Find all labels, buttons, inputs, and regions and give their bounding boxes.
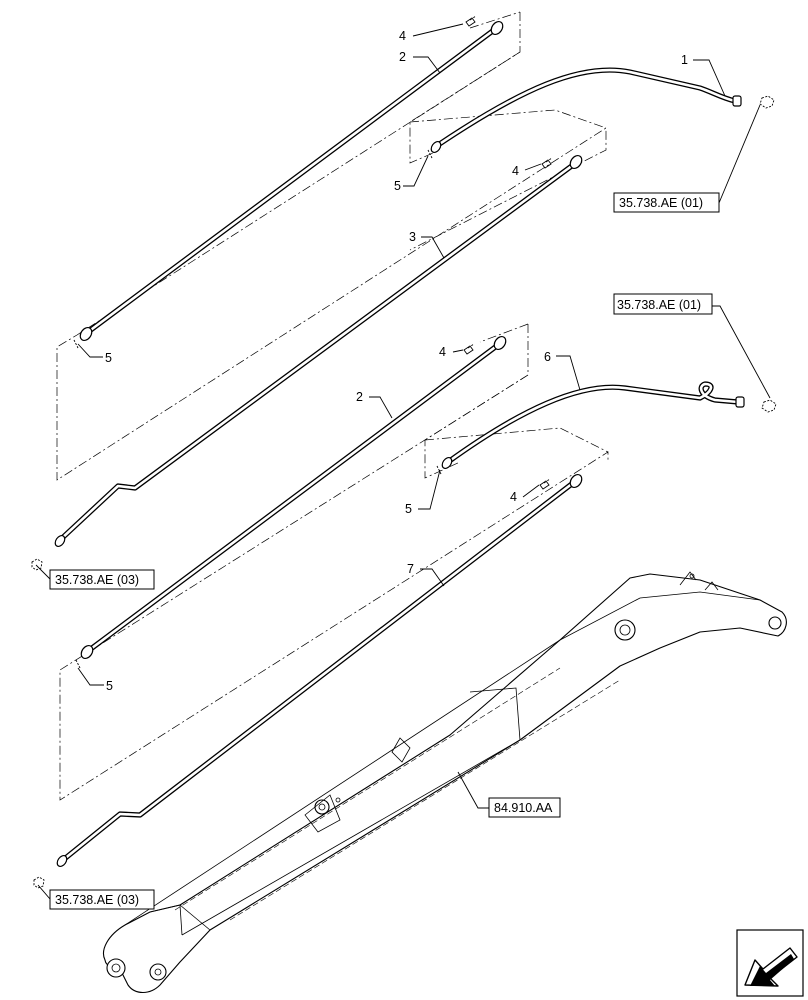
callout-5-pipe1: 5	[394, 179, 401, 193]
reference-box-35-738-ae-03-upper[interactable]: 35.738.AE (03)	[49, 569, 155, 590]
callout-4-upper: 4	[399, 29, 406, 43]
reference-label: 35.738.AE (01)	[617, 298, 701, 312]
arrow-left-down-icon[interactable]	[736, 929, 804, 997]
callout-3: 3	[409, 230, 416, 244]
callout-4-lower: 4	[439, 345, 446, 359]
callout-4-pipe3: 4	[512, 164, 519, 178]
group-box-pipe-6	[424, 374, 609, 479]
group-box-pipe-3	[409, 109, 607, 129]
reference-label: 35.738.AE (03)	[55, 893, 139, 907]
callout-1: 1	[681, 53, 688, 67]
reference-box-35-738-ae-03-lower[interactable]: 35.738.AE (03)	[49, 889, 155, 910]
reference-box-35-738-ae-01-upper[interactable]: 35.738.AE (01)	[613, 192, 720, 213]
pipe-3	[54, 154, 583, 548]
leader-lines	[35, 23, 771, 900]
pipe-2-lower	[80, 335, 507, 660]
pipe-1	[430, 67, 742, 154]
reference-box-84-910-aa[interactable]: 84.910.AA	[488, 797, 561, 818]
callout-5-lower: 5	[106, 679, 113, 693]
callout-5-pipe6: 5	[405, 502, 412, 516]
callout-2-lower: 2	[356, 390, 363, 404]
part-5-orings	[73, 149, 442, 669]
part-4-plug-upper	[465, 15, 477, 27]
reference-box-35-738-ae-01-lower[interactable]: 35.738.AE (01)	[613, 293, 713, 315]
connector-ends	[31, 95, 777, 889]
pipe-7	[56, 473, 583, 868]
reference-label: 84.910.AA	[494, 801, 553, 815]
excavator-boom	[103, 571, 787, 994]
group-box-pipe-2-lower	[59, 323, 609, 801]
callout-5-upper: 5	[105, 351, 112, 365]
group-box-pipe-2-upper	[56, 12, 607, 481]
reference-label: 35.738.AE (03)	[55, 573, 139, 587]
callout-6: 6	[544, 350, 551, 364]
pipe-2-upper	[79, 20, 504, 342]
part-4-plug-2	[541, 157, 553, 169]
pipe-6	[441, 381, 745, 470]
part-4-plug-3	[463, 343, 475, 355]
group-box-pipe-1	[409, 11, 521, 164]
reference-label: 35.738.AE (01)	[619, 196, 703, 210]
callout-7: 7	[407, 562, 414, 576]
callout-2-upper: 2	[399, 50, 406, 64]
callout-4-pipe7: 4	[510, 490, 517, 504]
part-4-plug-4	[539, 478, 551, 490]
